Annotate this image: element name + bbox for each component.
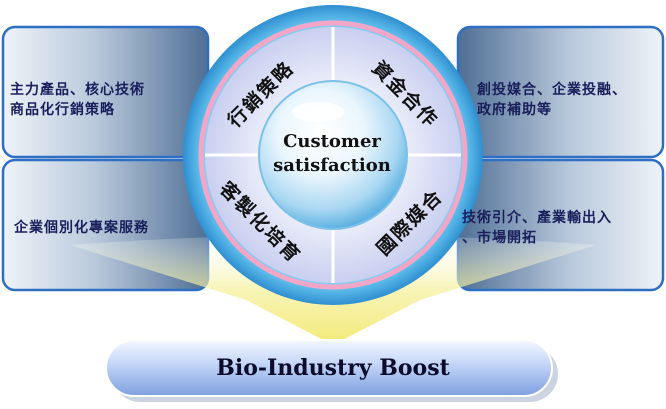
- panel-bottom-right-line-2: 、市場開拓: [462, 230, 537, 246]
- panel-top-left-line-2: 商品化行銷策略: [10, 102, 115, 118]
- panel-top-right-line-1: 創投媒合、企業投融、: [477, 82, 627, 98]
- panel-top-right-line-2: 政府補助等: [477, 102, 552, 118]
- panel-top-left-text: 主力產品、核心技術 商品化行銷策略: [10, 80, 145, 120]
- panel-bottom-right-text: 技術引介、產業輸出入 、市場開拓: [462, 208, 612, 248]
- panel-top-left-line-1: 主力產品、核心技術: [10, 82, 145, 98]
- panel-bottom-right-line-1: 技術引介、產業輸出入: [462, 210, 612, 226]
- center-bubble: [258, 80, 408, 230]
- bubble-highlight: [292, 102, 344, 122]
- boost-pill: [105, 339, 553, 397]
- panel-bottom-left-line-1: 企業個別化專案服務: [14, 220, 149, 236]
- center-label-line-2: satisfaction: [273, 155, 391, 176]
- boost-label: Bio-Industry Boost: [216, 355, 450, 381]
- center-label-line-1: Customer: [283, 131, 381, 152]
- panel-bottom-left-text: 企業個別化專案服務: [14, 218, 149, 238]
- panel-top-right-text: 創投媒合、企業投融、 政府補助等: [477, 80, 627, 120]
- pink-ring: [198, 20, 468, 290]
- center-label: Customer satisfaction: [262, 130, 402, 178]
